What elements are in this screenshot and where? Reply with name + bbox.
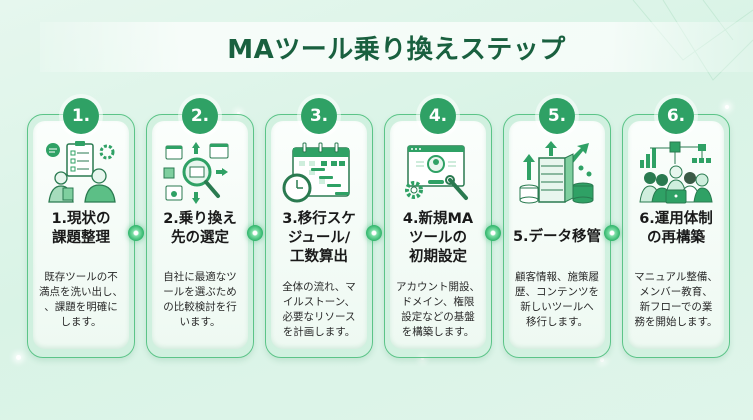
step-badge-5: 5. xyxy=(539,98,575,134)
step-title-6: 6.運用体制 の再構築 xyxy=(639,211,713,246)
step-badge-1: 1. xyxy=(63,98,99,134)
connector-dot xyxy=(247,225,263,241)
step-title-2: 2.乗り換え 先の選定 xyxy=(163,211,237,246)
step-description-1: 既存ツールの不 満点を洗い出し、 、課題を明確に します。 xyxy=(39,271,123,328)
calendar-schedule-icon xyxy=(279,140,359,206)
step-title-5: 5.データ移管 xyxy=(512,229,602,245)
connector-dot xyxy=(604,225,620,241)
step-description-4: アカウント開設、 ドメイン、権限 設定などの基盤 を構築します。 xyxy=(396,281,480,338)
step-description-3: 全体の流れ、マ イルストーン、 必要なリソース を計画します。 xyxy=(282,281,356,338)
sparkle xyxy=(600,358,604,362)
step-card-5 xyxy=(503,114,611,358)
step-card-6 xyxy=(622,114,730,358)
step-badge-6: 6. xyxy=(658,98,694,134)
connector-dot xyxy=(485,225,501,241)
step-card-4 xyxy=(384,114,492,358)
team-operation-icon xyxy=(636,140,716,206)
step-description-5: 顧客情報、施策履 歴、コンテンツを 新しいツールへ 移行します。 xyxy=(515,271,599,328)
page-title: MAツール乗り換えステップ xyxy=(227,34,566,65)
step-card-2 xyxy=(146,114,254,358)
step-title-1: 1.現状の 課題整理 xyxy=(51,211,111,246)
data-migration-icon xyxy=(517,140,597,206)
step-description-2: 自社に最適なツ ールを選ぶため の比較検討を行 います。 xyxy=(163,271,237,328)
step-badge-3: 3. xyxy=(301,98,337,134)
magnifier-compare-icon xyxy=(160,140,240,206)
step-badge-4: 4. xyxy=(420,98,456,134)
sparkle xyxy=(725,105,729,109)
step-title-4: 4.新規MA ツールの 初期設定 xyxy=(402,211,474,265)
step-badge-2: 2. xyxy=(182,98,218,134)
connector-dot xyxy=(366,225,382,241)
sparkle xyxy=(237,112,240,115)
team-discussion-clipboard-icon xyxy=(41,140,121,206)
sparkle xyxy=(421,357,424,360)
title-banner: MAツール乗り換えステップ xyxy=(40,22,753,72)
step-title-3: 3.移行スケ ジュール/ 工数算出 xyxy=(282,211,356,265)
account-settings-icon xyxy=(398,140,478,206)
step-description-6: マニュアル整備、 メンバー教育、 新フローでの業 務を開始します。 xyxy=(634,271,718,328)
sparkle xyxy=(16,355,21,360)
connector-dot xyxy=(128,225,144,241)
